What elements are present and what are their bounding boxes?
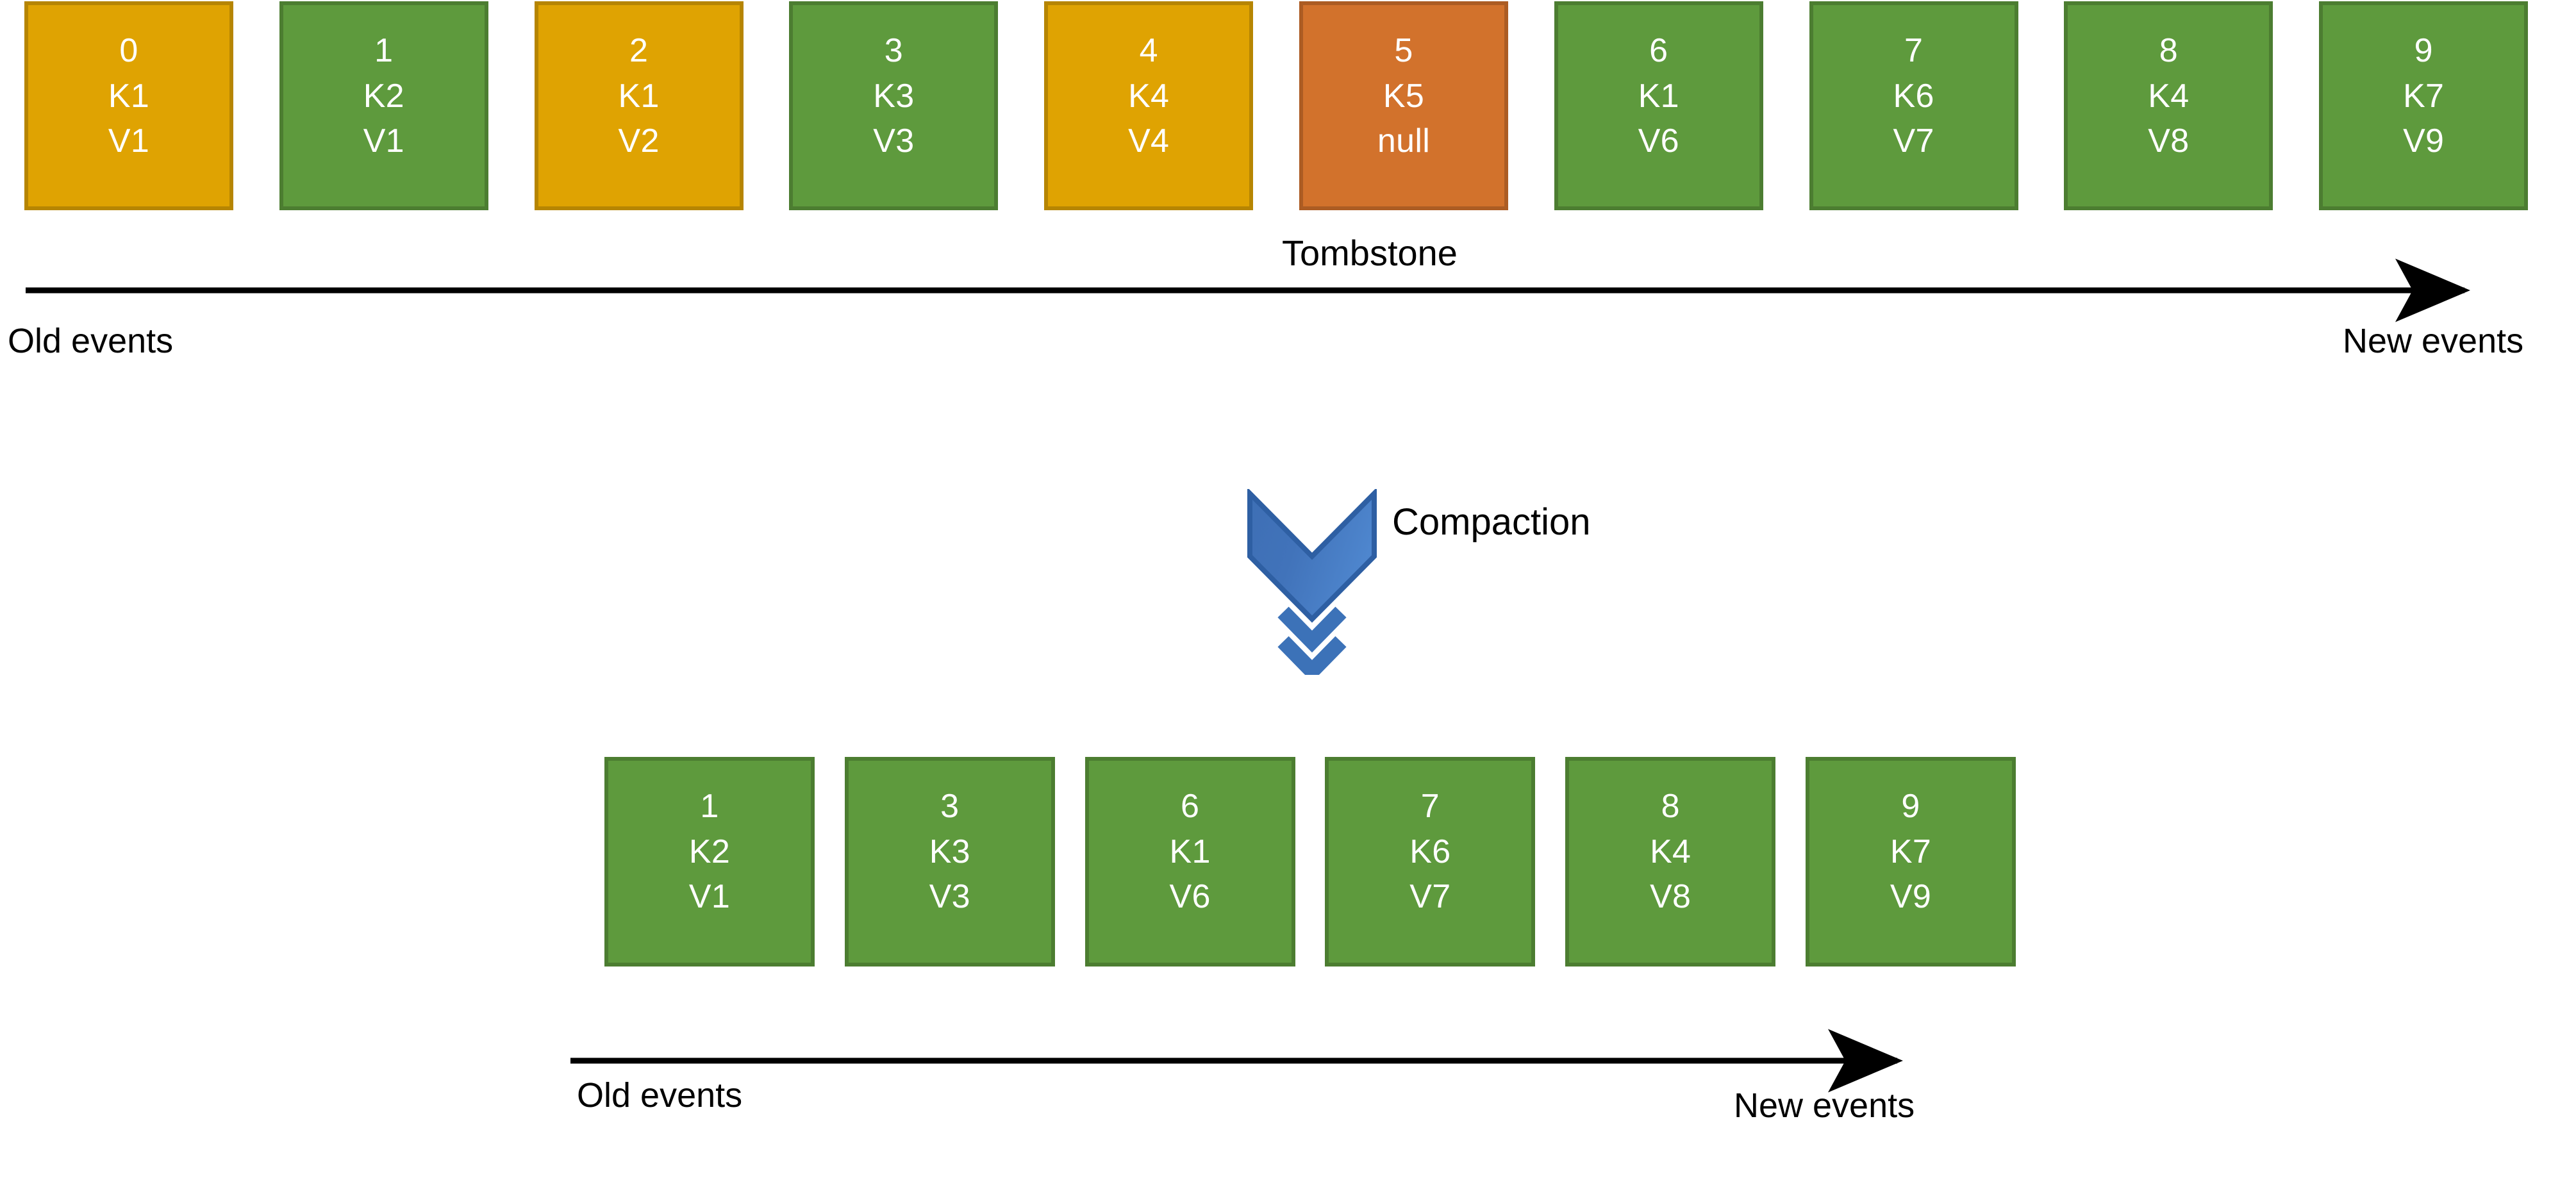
- event-offset: 3: [884, 32, 903, 69]
- event-key: K4: [1650, 833, 1691, 870]
- old-events-label-after: Old events: [577, 1076, 743, 1115]
- compaction-chevron-icon: [1247, 489, 1381, 675]
- event-offset: 6: [1180, 788, 1200, 825]
- event-offset: 7: [1420, 788, 1440, 825]
- event-value: V7: [1409, 878, 1451, 916]
- old-events-label-before: Old events: [8, 322, 174, 360]
- event-offset: 2: [629, 32, 649, 69]
- event-value: V2: [618, 122, 660, 160]
- event-value: V8: [1650, 878, 1691, 916]
- event-offset: 1: [374, 32, 394, 69]
- event-key: K6: [1893, 77, 1934, 115]
- event-key: K4: [1128, 77, 1170, 115]
- event-value: V4: [1128, 122, 1170, 160]
- event-offset: 8: [1661, 788, 1680, 825]
- event-value: V6: [1169, 878, 1211, 916]
- event-offset: 6: [1649, 32, 1668, 69]
- event-key: K2: [363, 77, 404, 115]
- event-value: V1: [363, 122, 404, 160]
- event-offset: 1: [700, 788, 719, 825]
- timeline-arrow-before: [0, 258, 2519, 322]
- event-offset: 5: [1394, 32, 1413, 69]
- event-offset: 9: [2414, 32, 2433, 69]
- event-value: V1: [688, 878, 731, 916]
- new-events-label-before: New events: [2343, 322, 2524, 360]
- event-key: K7: [2403, 77, 2445, 115]
- event-key: K1: [618, 77, 660, 115]
- event-value: V9: [1890, 878, 1932, 916]
- event-offset: 0: [119, 32, 138, 69]
- event-offset: 4: [1139, 32, 1158, 69]
- event-value: null: [1377, 122, 1431, 160]
- event-offset: 3: [940, 788, 960, 825]
- event-value: V6: [1638, 122, 1679, 160]
- event-key: K4: [2148, 77, 2190, 115]
- event-key: K3: [929, 833, 970, 870]
- event-key: K1: [1169, 833, 1211, 870]
- event-value: V3: [873, 122, 915, 160]
- timeline-arrow-after: [551, 1029, 1981, 1093]
- event-offset: 8: [2159, 32, 2178, 69]
- event-value: V9: [2403, 122, 2445, 160]
- event-offset: 7: [1904, 32, 1924, 69]
- compaction-label: Compaction: [1392, 501, 1591, 543]
- event-key: K6: [1409, 833, 1451, 870]
- event-key: K3: [873, 77, 915, 115]
- event-key: K1: [108, 77, 150, 115]
- new-events-label-after: New events: [1734, 1086, 1915, 1125]
- event-value: V3: [929, 878, 970, 916]
- event-offset: 9: [1901, 788, 1920, 825]
- tombstone-label: Tombstone: [1282, 233, 1458, 273]
- event-key: K7: [1890, 833, 1932, 870]
- event-key: K5: [1383, 77, 1425, 115]
- event-key: K1: [1638, 77, 1679, 115]
- event-value: V7: [1893, 122, 1934, 160]
- event-key: K2: [688, 833, 731, 870]
- event-value: V1: [108, 122, 150, 160]
- event-value: V8: [2148, 122, 2190, 160]
